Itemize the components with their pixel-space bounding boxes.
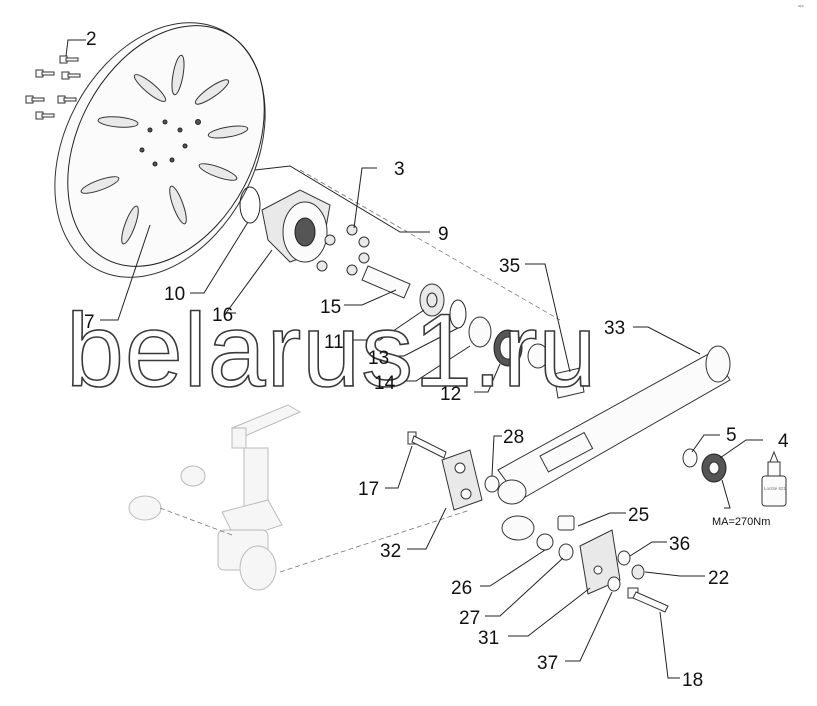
callout-33: 33 bbox=[604, 318, 625, 339]
washer-part-36 bbox=[617, 550, 631, 566]
plate-part-35 bbox=[553, 367, 585, 399]
hub-bore-inner bbox=[294, 217, 316, 247]
callout-5: 5 bbox=[726, 425, 737, 446]
corner-mark: ᵃᵖᵖ bbox=[798, 4, 804, 10]
callout-35: 35 bbox=[499, 256, 520, 277]
hub-assembly bbox=[239, 186, 331, 263]
ghost-axis-2 bbox=[279, 509, 471, 573]
nut-part-22 bbox=[631, 564, 645, 580]
shaft-part-15 bbox=[361, 265, 411, 299]
ghost-axis bbox=[159, 507, 233, 536]
bolts-part-2 bbox=[25, 55, 81, 120]
bearing-part-11 bbox=[419, 283, 445, 317]
bottle-neck bbox=[767, 461, 781, 477]
bottle-tip bbox=[769, 450, 779, 463]
callout-17: 17 bbox=[358, 479, 379, 500]
callout-15: 15 bbox=[320, 297, 341, 318]
callout-37: 37 bbox=[537, 653, 558, 674]
loctite-bottle: Loctite 821 bbox=[761, 450, 787, 507]
callout-36: 36 bbox=[669, 534, 690, 555]
arm-eye-2 bbox=[501, 515, 535, 541]
ghost-clamp-2 bbox=[128, 495, 162, 521]
callout-2: 2 bbox=[86, 29, 97, 50]
callout-4: 4 bbox=[778, 431, 789, 452]
bolt-shank-part-17 bbox=[411, 435, 447, 459]
callout-11: 11 bbox=[324, 332, 344, 353]
callout-22: 22 bbox=[708, 568, 729, 589]
leader-lines bbox=[65, 39, 763, 679]
arm-end bbox=[705, 345, 731, 383]
ghost-bracket-side bbox=[231, 427, 247, 449]
circlip-part-10 bbox=[239, 186, 261, 224]
bracket-part-32 bbox=[441, 449, 483, 511]
washer-part-37 bbox=[607, 576, 621, 592]
disc-rim bbox=[67, 25, 265, 267]
callout-32: 32 bbox=[380, 541, 401, 562]
callout-25: 25 bbox=[628, 505, 649, 526]
disc-holes bbox=[139, 119, 201, 167]
ghost-gear bbox=[239, 545, 277, 591]
callout-3: 3 bbox=[394, 159, 405, 180]
bracket-assembly-left bbox=[407, 431, 500, 511]
disc-outer bbox=[54, 22, 266, 278]
disc-slots bbox=[80, 54, 249, 245]
callout-12: 12 bbox=[440, 384, 461, 405]
callout-14: 14 bbox=[374, 373, 396, 394]
bush-part-28 bbox=[484, 475, 500, 493]
callout-18: 18 bbox=[682, 670, 703, 691]
bottle-label: Loctite 821 bbox=[764, 486, 787, 491]
callout-31: 31 bbox=[478, 628, 499, 649]
callout-27: 27 bbox=[459, 608, 480, 629]
bracket-assembly-right bbox=[536, 515, 669, 613]
plate-part-31 bbox=[579, 529, 621, 595]
callout-28: 28 bbox=[503, 427, 524, 448]
callout-labels: 2 3 9 4 5 7 10 16 15 11 13 14 12 35 33 2… bbox=[84, 29, 789, 691]
bottle-body bbox=[761, 475, 787, 507]
callout-10: 10 bbox=[164, 284, 185, 305]
callout-26: 26 bbox=[451, 578, 472, 599]
callout-13: 13 bbox=[368, 348, 389, 369]
arm-slot bbox=[539, 431, 594, 473]
callout-7: 7 bbox=[84, 312, 95, 333]
bush-part-26 bbox=[536, 533, 554, 551]
nut-assembly: Loctite 821 bbox=[682, 448, 787, 507]
washer-part-5 bbox=[682, 448, 698, 468]
washer bbox=[527, 343, 549, 369]
torque-note: MA=270Nm bbox=[712, 516, 770, 528]
ghost-column bbox=[243, 447, 269, 509]
bush-part-25 bbox=[557, 515, 575, 531]
arm-part-33 bbox=[299, 169, 731, 541]
nuts-part-3 bbox=[316, 224, 370, 276]
watermark: belarus1.ru bbox=[66, 293, 597, 409]
disc-part-7 bbox=[54, 22, 266, 278]
ghost-assembly bbox=[128, 404, 471, 591]
arm-eye bbox=[497, 479, 527, 505]
shaft-assembly bbox=[361, 265, 549, 369]
ghost-clamp bbox=[180, 465, 206, 487]
ring-part-14 bbox=[468, 316, 492, 348]
bolt-shank-part-18 bbox=[632, 591, 669, 613]
callout-9: 9 bbox=[438, 224, 449, 245]
callout-16: 16 bbox=[212, 305, 233, 326]
axis-line bbox=[299, 169, 561, 321]
bush-part-27 bbox=[558, 543, 574, 561]
